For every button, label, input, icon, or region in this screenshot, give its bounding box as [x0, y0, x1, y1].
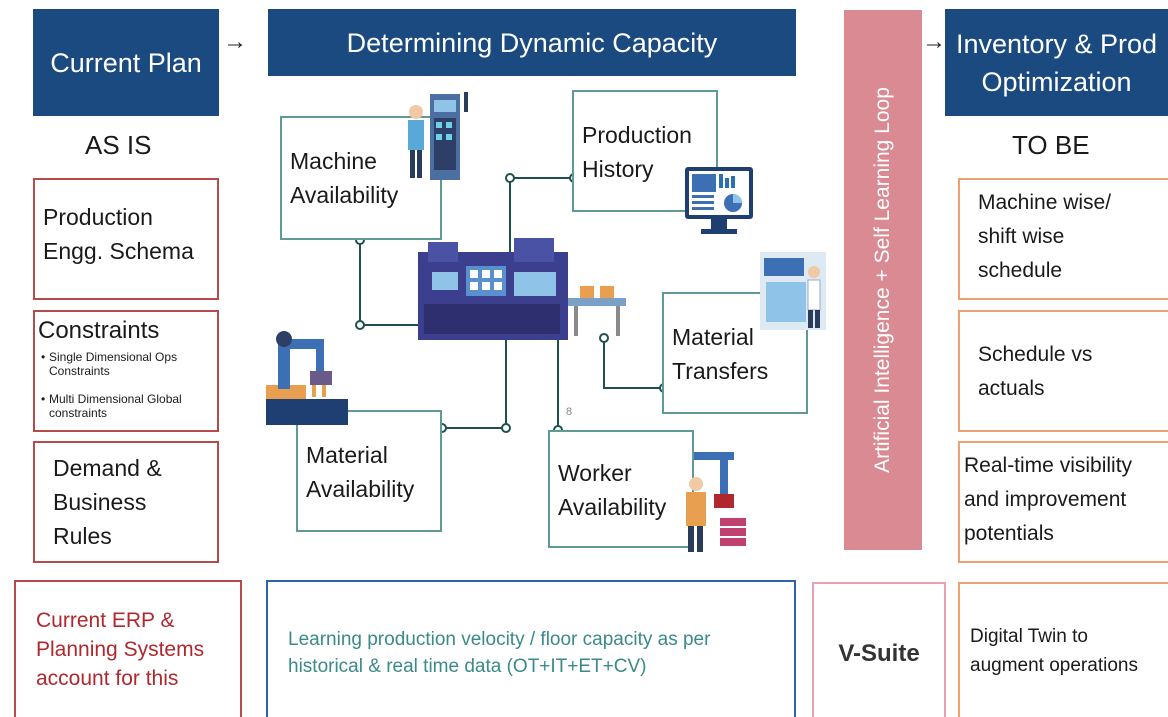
learning-text: Learning production velocity / floor cap… — [288, 629, 711, 677]
header-inventory: Inventory & Prod Optimization — [945, 9, 1168, 116]
vsuite-box: V-Suite — [812, 582, 946, 717]
right-box-visibility: Real-time visibility and improvement pot… — [958, 441, 1168, 563]
node-material-transfers-text: Material Transfers — [672, 324, 769, 384]
header-current-plan: Current Plan — [33, 9, 219, 116]
erp-box: Current ERP & Planning Systems account f… — [14, 580, 242, 717]
as-is-label: AS IS — [85, 130, 152, 160]
constraint-bullet-1-text: Single Dimensional Ops Constraints — [49, 350, 178, 378]
node-material-availability: Material Availability — [296, 410, 442, 532]
lab-worker-icon — [760, 252, 826, 330]
factory-line-icon — [418, 238, 626, 340]
left-box-schema-text: Production Engg. Schema — [43, 204, 194, 264]
digital-twin-box: Digital Twin to augment operations — [958, 582, 1168, 717]
erp-text: Current ERP & Planning Systems account f… — [36, 609, 205, 690]
monitor-dashboard-icon — [685, 167, 753, 234]
node-machine-availability: Machine Availability — [280, 116, 442, 240]
digital-twin-text: Digital Twin to augment operations — [970, 626, 1138, 676]
right-box-visibility-text: Real-time visibility and improvement pot… — [964, 454, 1133, 545]
header-dynamic-capacity: Determining Dynamic Capacity — [268, 9, 796, 76]
ai-learning-band — [844, 10, 922, 550]
constraint-bullet-2: •Multi Dimensional Global constraints — [41, 392, 182, 420]
node-machine-availability-text: Machine Availability — [290, 148, 399, 208]
node-worker-availability-text: Worker Availability — [558, 460, 667, 520]
marker-label: 8 — [566, 406, 573, 418]
node-production-history-text: Production History — [582, 122, 692, 182]
right-box-actuals-text: Schedule vs actuals — [978, 343, 1093, 400]
ai-learning-band-text: Artificial Intelligence + Self Learning … — [871, 87, 894, 473]
arrow-right-icon: → — [223, 28, 247, 55]
node-worker-availability: Worker Availability — [548, 430, 694, 548]
header-dynamic-capacity-label: Determining Dynamic Capacity — [346, 27, 718, 58]
left-box-schema: Production Engg. Schema — [33, 178, 219, 300]
header-current-plan-label: Current Plan — [50, 47, 202, 78]
right-box-schedule-text: Machine wise/ shift wise schedule — [978, 191, 1112, 282]
left-box-constraints: Constraints •Single Dimensional Ops Cons… — [33, 310, 219, 432]
to-be-label: TO BE — [1012, 130, 1090, 160]
constraint-bullet-1: •Single Dimensional Ops Constraints — [41, 350, 178, 378]
right-box-schedule: Machine wise/ shift wise schedule — [958, 178, 1168, 300]
left-box-demand: Demand & Business Rules — [33, 441, 219, 563]
right-box-actuals: Schedule vs actuals — [958, 310, 1168, 432]
constraints-title: Constraints — [38, 317, 160, 344]
constraint-bullet-2-text: Multi Dimensional Global constraints — [49, 392, 182, 420]
robot-arm-icon — [266, 331, 348, 425]
header-inventory-label: Inventory & Prod Optimization — [955, 28, 1158, 97]
machine-operator-icon — [408, 92, 468, 180]
worker-robot-icon — [686, 452, 746, 552]
node-material-availability-text: Material Availability — [306, 442, 415, 502]
vsuite-label: V-Suite — [838, 640, 920, 667]
learning-box: Learning production velocity / floor cap… — [266, 580, 796, 717]
arrow-right-icon: → — [922, 28, 946, 55]
left-box-demand-text: Demand & Business Rules — [53, 455, 162, 549]
